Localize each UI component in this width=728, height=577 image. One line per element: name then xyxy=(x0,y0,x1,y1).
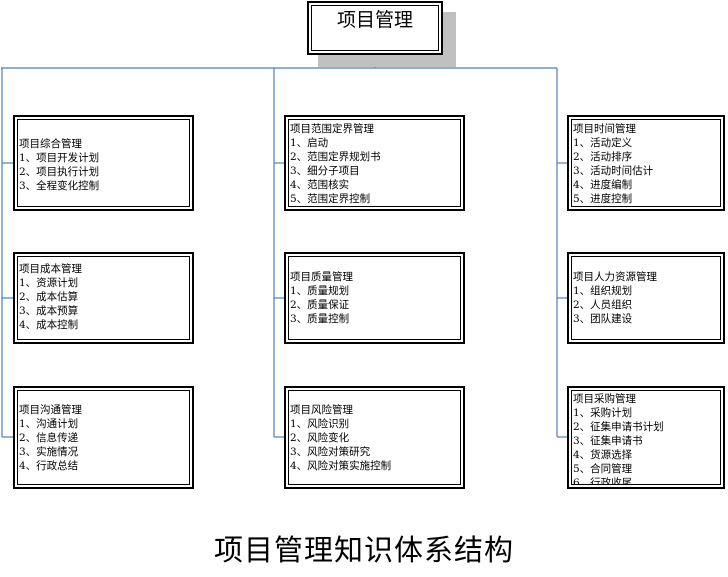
node-scope-management: 项目范围定界管理 1、启动 2、范围定界规划书 3、细分子项目 4、范围核实 5… xyxy=(284,115,465,211)
node-item: 4、成本控制 xyxy=(19,319,79,331)
node-item: 3、实施情况 xyxy=(19,446,79,458)
node-item: 4、货源选择 xyxy=(573,449,633,461)
diagram-caption: 项目管理知识体系结构 xyxy=(213,533,514,567)
node-item: 2、征集申请书计划 xyxy=(573,421,664,433)
node-item: 2、质量保证 xyxy=(290,299,350,311)
node-title: 项目风险管理 xyxy=(290,404,353,416)
node-item: 3、细分子项目 xyxy=(290,165,360,177)
node-item: 2、信息传递 xyxy=(19,432,79,444)
node-title: 项目采购管理 xyxy=(573,393,636,405)
node-item: 4、行政总结 xyxy=(19,460,79,472)
node-item: 2、活动排序 xyxy=(573,151,633,163)
node-item: 3、质量控制 xyxy=(290,313,350,325)
root-node-title: 项目管理 xyxy=(311,5,439,51)
node-item: 2、成本估算 xyxy=(19,291,79,303)
node-item: 3、全程变化控制 xyxy=(19,180,100,192)
node-risk-management: 项目风险管理 1、风险识别 2、风险变化 3、风险对策研究 4、风险对策实施控制 xyxy=(284,386,465,489)
node-item: 6、行政收尾 xyxy=(573,477,633,485)
node-title: 项目人力资源管理 xyxy=(573,271,657,283)
node-item: 1、组织规划 xyxy=(573,285,633,297)
node-item: 2、人员组织 xyxy=(573,299,633,311)
node-time-management: 项目时间管理 1、活动定义 2、活动排序 3、活动时间估计 4、进度编制 5、进… xyxy=(567,115,725,211)
node-item: 3、风险对策研究 xyxy=(290,446,371,458)
node-item: 1、沟通计划 xyxy=(19,418,79,430)
node-item: 3、成本预算 xyxy=(19,305,79,317)
node-quality-management: 项目质量管理 1、质量规划 2、质量保证 3、质量控制 xyxy=(284,252,465,344)
node-item: 5、进度控制 xyxy=(573,193,633,205)
node-title: 项目沟通管理 xyxy=(19,404,82,416)
node-item: 2、风险变化 xyxy=(290,432,350,444)
node-communication-management: 项目沟通管理 1、沟通计划 2、信息传递 3、实施情况 4、行政总结 xyxy=(13,386,194,489)
node-item: 5、范围定界控制 xyxy=(290,193,371,205)
node-item: 4、范围核实 xyxy=(290,179,350,191)
node-title: 项目时间管理 xyxy=(573,123,636,135)
node-integration-management: 项目综合管理 1、项目开发计划 2、项目执行计划 3、全程变化控制 xyxy=(13,115,194,211)
node-item: 1、资源计划 xyxy=(19,277,79,289)
node-item: 4、风险对策实施控制 xyxy=(290,460,392,472)
node-human-resource-management: 项目人力资源管理 1、组织规划 2、人员组织 3、团队建设 xyxy=(567,252,725,344)
node-item: 2、范围定界规划书 xyxy=(290,151,381,163)
node-item: 1、启动 xyxy=(290,137,329,149)
node-title: 项目质量管理 xyxy=(290,271,353,283)
node-title: 项目综合管理 xyxy=(19,138,82,150)
node-item: 1、风险识别 xyxy=(290,418,350,430)
node-procurement-management: 项目采购管理 1、采购计划 2、征集申请书计划 3、征集申请书 4、货源选择 5… xyxy=(567,386,725,489)
node-item: 2、项目执行计划 xyxy=(19,166,100,178)
node-cost-management: 项目成本管理 1、资源计划 2、成本估算 3、成本预算 4、成本控制 xyxy=(13,252,194,344)
node-item: 4、进度编制 xyxy=(573,179,633,191)
node-item: 1、项目开发计划 xyxy=(19,152,100,164)
node-item: 1、活动定义 xyxy=(573,137,633,149)
node-title: 项目成本管理 xyxy=(19,263,82,275)
node-item: 3、活动时间估计 xyxy=(573,165,654,177)
node-item: 1、质量规划 xyxy=(290,285,350,297)
node-item: 5、合同管理 xyxy=(573,463,633,475)
root-node: 项目管理 xyxy=(307,1,443,55)
node-title: 项目范围定界管理 xyxy=(290,123,374,135)
node-item: 3、征集申请书 xyxy=(573,435,643,447)
node-item: 1、采购计划 xyxy=(573,407,633,419)
node-item: 3、团队建设 xyxy=(573,313,633,325)
